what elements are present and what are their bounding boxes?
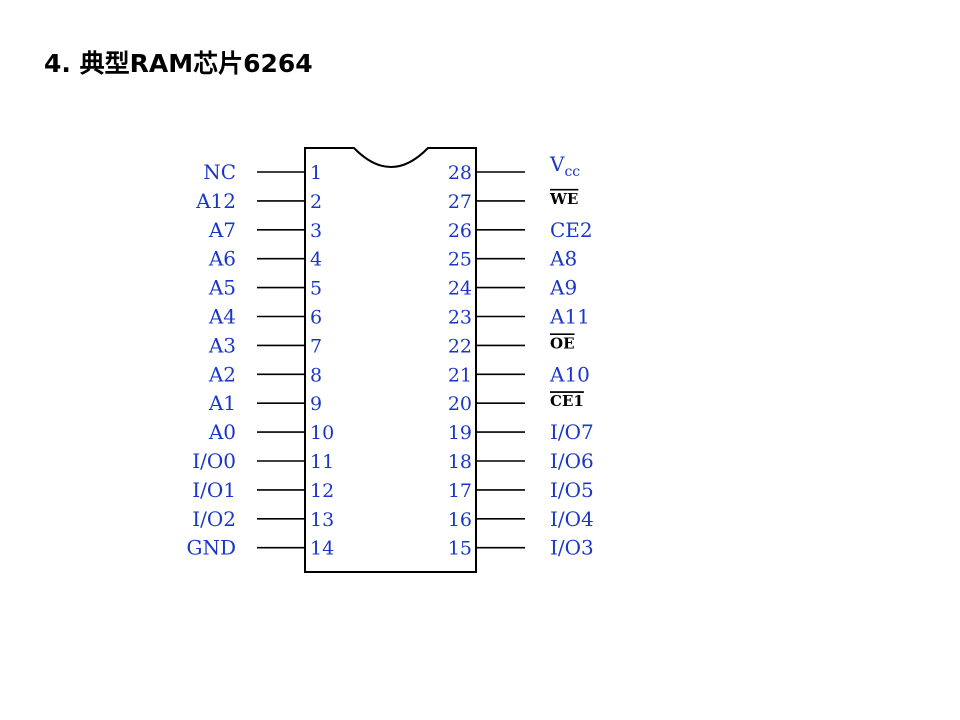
pin-label-active-low: CE1: [550, 392, 584, 410]
pin-number: 19: [448, 422, 472, 444]
pin-number: 24: [448, 278, 472, 300]
pin-number: 18: [448, 451, 472, 473]
pin-number: 4: [310, 249, 322, 271]
pin-number: 10: [310, 422, 334, 444]
pin-label: A0: [208, 420, 236, 444]
pin-label: I/O1: [192, 478, 236, 502]
pin-label: A5: [208, 276, 236, 300]
pin-number: 22: [448, 335, 472, 357]
pin-label: NC: [203, 160, 236, 184]
pin-label: Vcc: [549, 152, 580, 180]
pin-label: A6: [208, 247, 236, 271]
pin-number: 21: [448, 364, 472, 386]
pin-label-active-low: OE: [550, 334, 575, 352]
pin-number: 23: [448, 307, 472, 329]
pin-label: A2: [208, 362, 236, 386]
pin-label: I/O0: [192, 449, 236, 473]
pin-label: A8: [549, 247, 577, 271]
pin-label: A3: [208, 333, 236, 357]
chip-body: [304, 147, 477, 573]
pin-label: GND: [186, 536, 236, 560]
pin-number: 5: [310, 278, 322, 300]
pin-label: I/O4: [550, 507, 594, 531]
pin-number: 14: [310, 538, 334, 560]
pin-label: CE2: [550, 218, 593, 242]
pin-number: 17: [448, 480, 472, 502]
pin-label: A9: [549, 276, 577, 300]
pin-number: 27: [448, 191, 472, 213]
chip-outline: [304, 147, 477, 573]
pin-number: 11: [310, 451, 334, 473]
pin-number: 25: [448, 249, 472, 271]
pin-number: 7: [310, 335, 322, 357]
pin-number: 13: [310, 509, 334, 531]
pin-label: A11: [549, 305, 590, 329]
pin-number: 16: [448, 509, 472, 531]
pin-number: 8: [310, 364, 322, 386]
pin-label: A10: [549, 362, 590, 386]
right-pin-group: 28 Vcc 27 WE 26 CE2 25 A8 24 A9 23 A11 22 OE 21 A10 20 CE…: [448, 152, 594, 560]
pin-label: A12: [195, 189, 236, 213]
pin-label-active-low: WE: [549, 190, 578, 208]
pin-label: A7: [208, 218, 236, 242]
pin-label: A4: [208, 305, 236, 329]
pin-number: 28: [448, 162, 472, 184]
pin-number: 1: [310, 162, 322, 184]
pin-label: A1: [208, 391, 236, 415]
pin-label: I/O5: [550, 478, 594, 502]
pin-number: 12: [310, 480, 334, 502]
pin-number: 3: [310, 220, 322, 242]
page-title: 4. 典型RAM芯片6264: [44, 49, 313, 78]
pin-number: 9: [310, 393, 322, 415]
pin-number: 2: [310, 191, 322, 213]
pin-number: 26: [448, 220, 472, 242]
pin-number: 6: [310, 307, 322, 329]
pin-label: I/O6: [550, 449, 594, 473]
pin-label: I/O3: [550, 536, 594, 560]
pin-label: I/O7: [550, 420, 594, 444]
pin-number: 20: [448, 393, 472, 415]
pin-number: 15: [448, 538, 472, 560]
pin-label: I/O2: [192, 507, 236, 531]
